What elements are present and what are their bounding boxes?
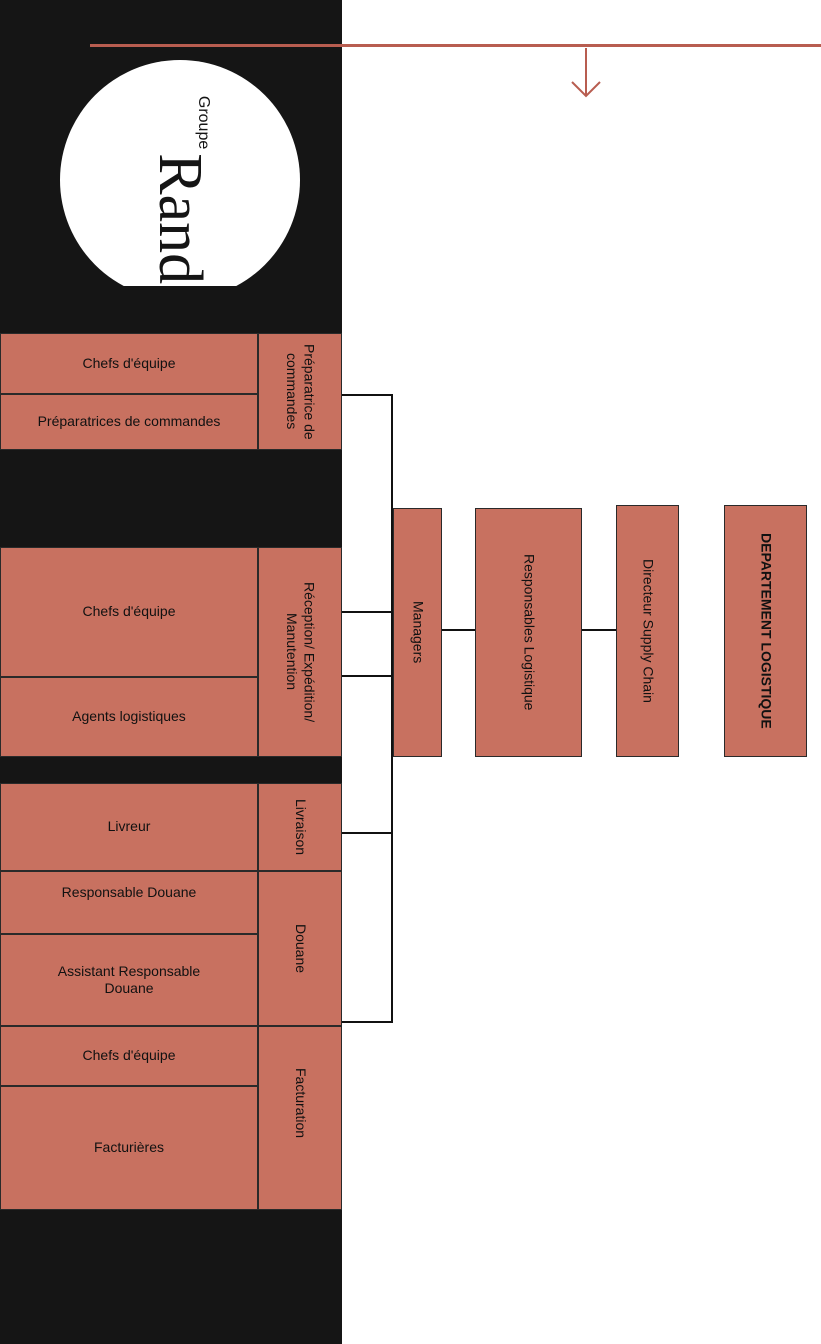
managers-label: Managers xyxy=(410,601,427,664)
groupe-rand-logo: GroupeRand xyxy=(60,60,300,286)
department-box: DEPARTEMENT LOGISTIQUE xyxy=(724,505,807,757)
role-box: Chefs d'équipe xyxy=(0,547,258,677)
role-label: Facturières xyxy=(93,1139,165,1156)
group-label: Réception/ Expédition/ Manutention xyxy=(284,581,318,723)
group-label-box: Réception/ Expédition/ Manutention xyxy=(258,547,342,757)
group-label: Préparatrice de commandes xyxy=(284,343,318,440)
group-label-box: Facturation xyxy=(258,1026,342,1210)
role-label: Chefs d'équipe xyxy=(82,603,176,620)
group-label: Livraison xyxy=(292,798,309,856)
director-box: Directeur Supply Chain xyxy=(616,505,679,757)
role-box: Facturières xyxy=(0,1086,258,1210)
group-label-box: Préparatrice de commandes xyxy=(258,333,342,450)
role-box: Agents logistiques xyxy=(0,677,258,757)
role-box: Assistant Responsable Douane xyxy=(0,934,258,1026)
role-box: Responsable Douane xyxy=(0,871,258,934)
top-accent-line xyxy=(90,44,821,47)
role-label: Préparatrices de commandes xyxy=(37,413,221,430)
role-label: Assistant Responsable Douane xyxy=(57,962,201,997)
role-label: Livreur xyxy=(107,818,151,835)
role-label: Responsable Douane xyxy=(61,883,197,900)
managers-box: Managers xyxy=(393,508,442,757)
role-box: Chefs d'équipe xyxy=(0,333,258,394)
group-label: Douane xyxy=(292,923,309,974)
group-label-box: Douane xyxy=(258,871,342,1026)
director-label: Directeur Supply Chain xyxy=(640,559,657,703)
group-label: Facturation xyxy=(292,1067,309,1139)
responsables-box: Responsables Logistique xyxy=(475,508,582,757)
group-label-box: Livraison xyxy=(258,783,342,871)
role-label: Agents logistiques xyxy=(72,708,186,725)
role-box: Livreur xyxy=(0,783,258,871)
department-label: DEPARTEMENT LOGISTIQUE xyxy=(758,533,775,729)
role-box: Chefs d'équipe xyxy=(0,1026,258,1086)
role-box: Préparatrices de commandes xyxy=(0,394,258,450)
responsables-label: Responsables Logistique xyxy=(521,554,538,711)
role-label: Chefs d'équipe xyxy=(82,1047,176,1064)
arrow-down-icon xyxy=(571,48,601,98)
role-label: Chefs d'équipe xyxy=(82,354,176,371)
